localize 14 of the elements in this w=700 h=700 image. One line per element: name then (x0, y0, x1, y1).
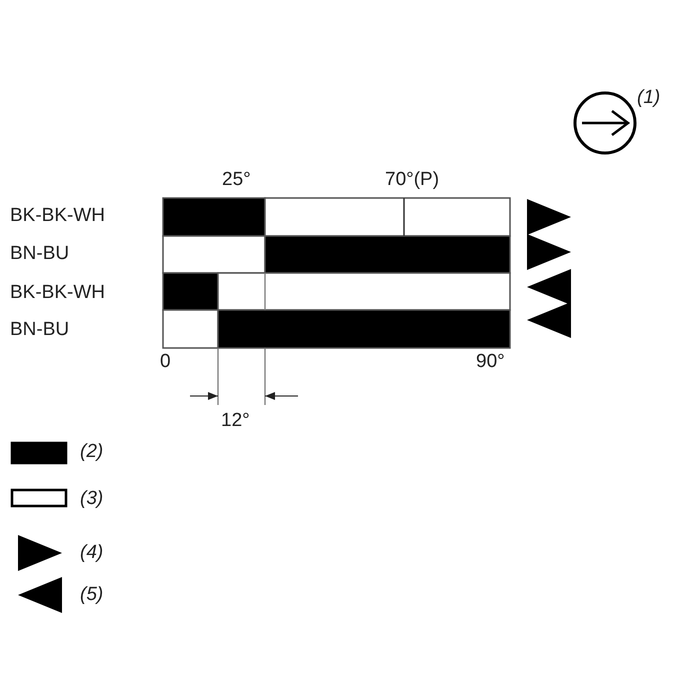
legend-label: (4) (80, 543, 104, 562)
wire-label: BK-BK-WH (10, 283, 105, 302)
dimension-label: 12° (221, 411, 250, 430)
legend-label: (3) (80, 489, 104, 508)
wire-label: BN-BU (10, 320, 70, 339)
legend-label: (5) (80, 585, 104, 604)
angle-label: 0 (160, 352, 171, 371)
legend-label: (2) (80, 442, 104, 461)
wire-label: BK-BK-WH (10, 206, 105, 225)
angle-label: 90° (476, 352, 505, 371)
angle-label: 70°(P) (385, 170, 440, 189)
angle-label: 25° (222, 170, 251, 189)
wire-label: BN-BU (10, 244, 70, 263)
callout-number: (1) (637, 88, 660, 107)
